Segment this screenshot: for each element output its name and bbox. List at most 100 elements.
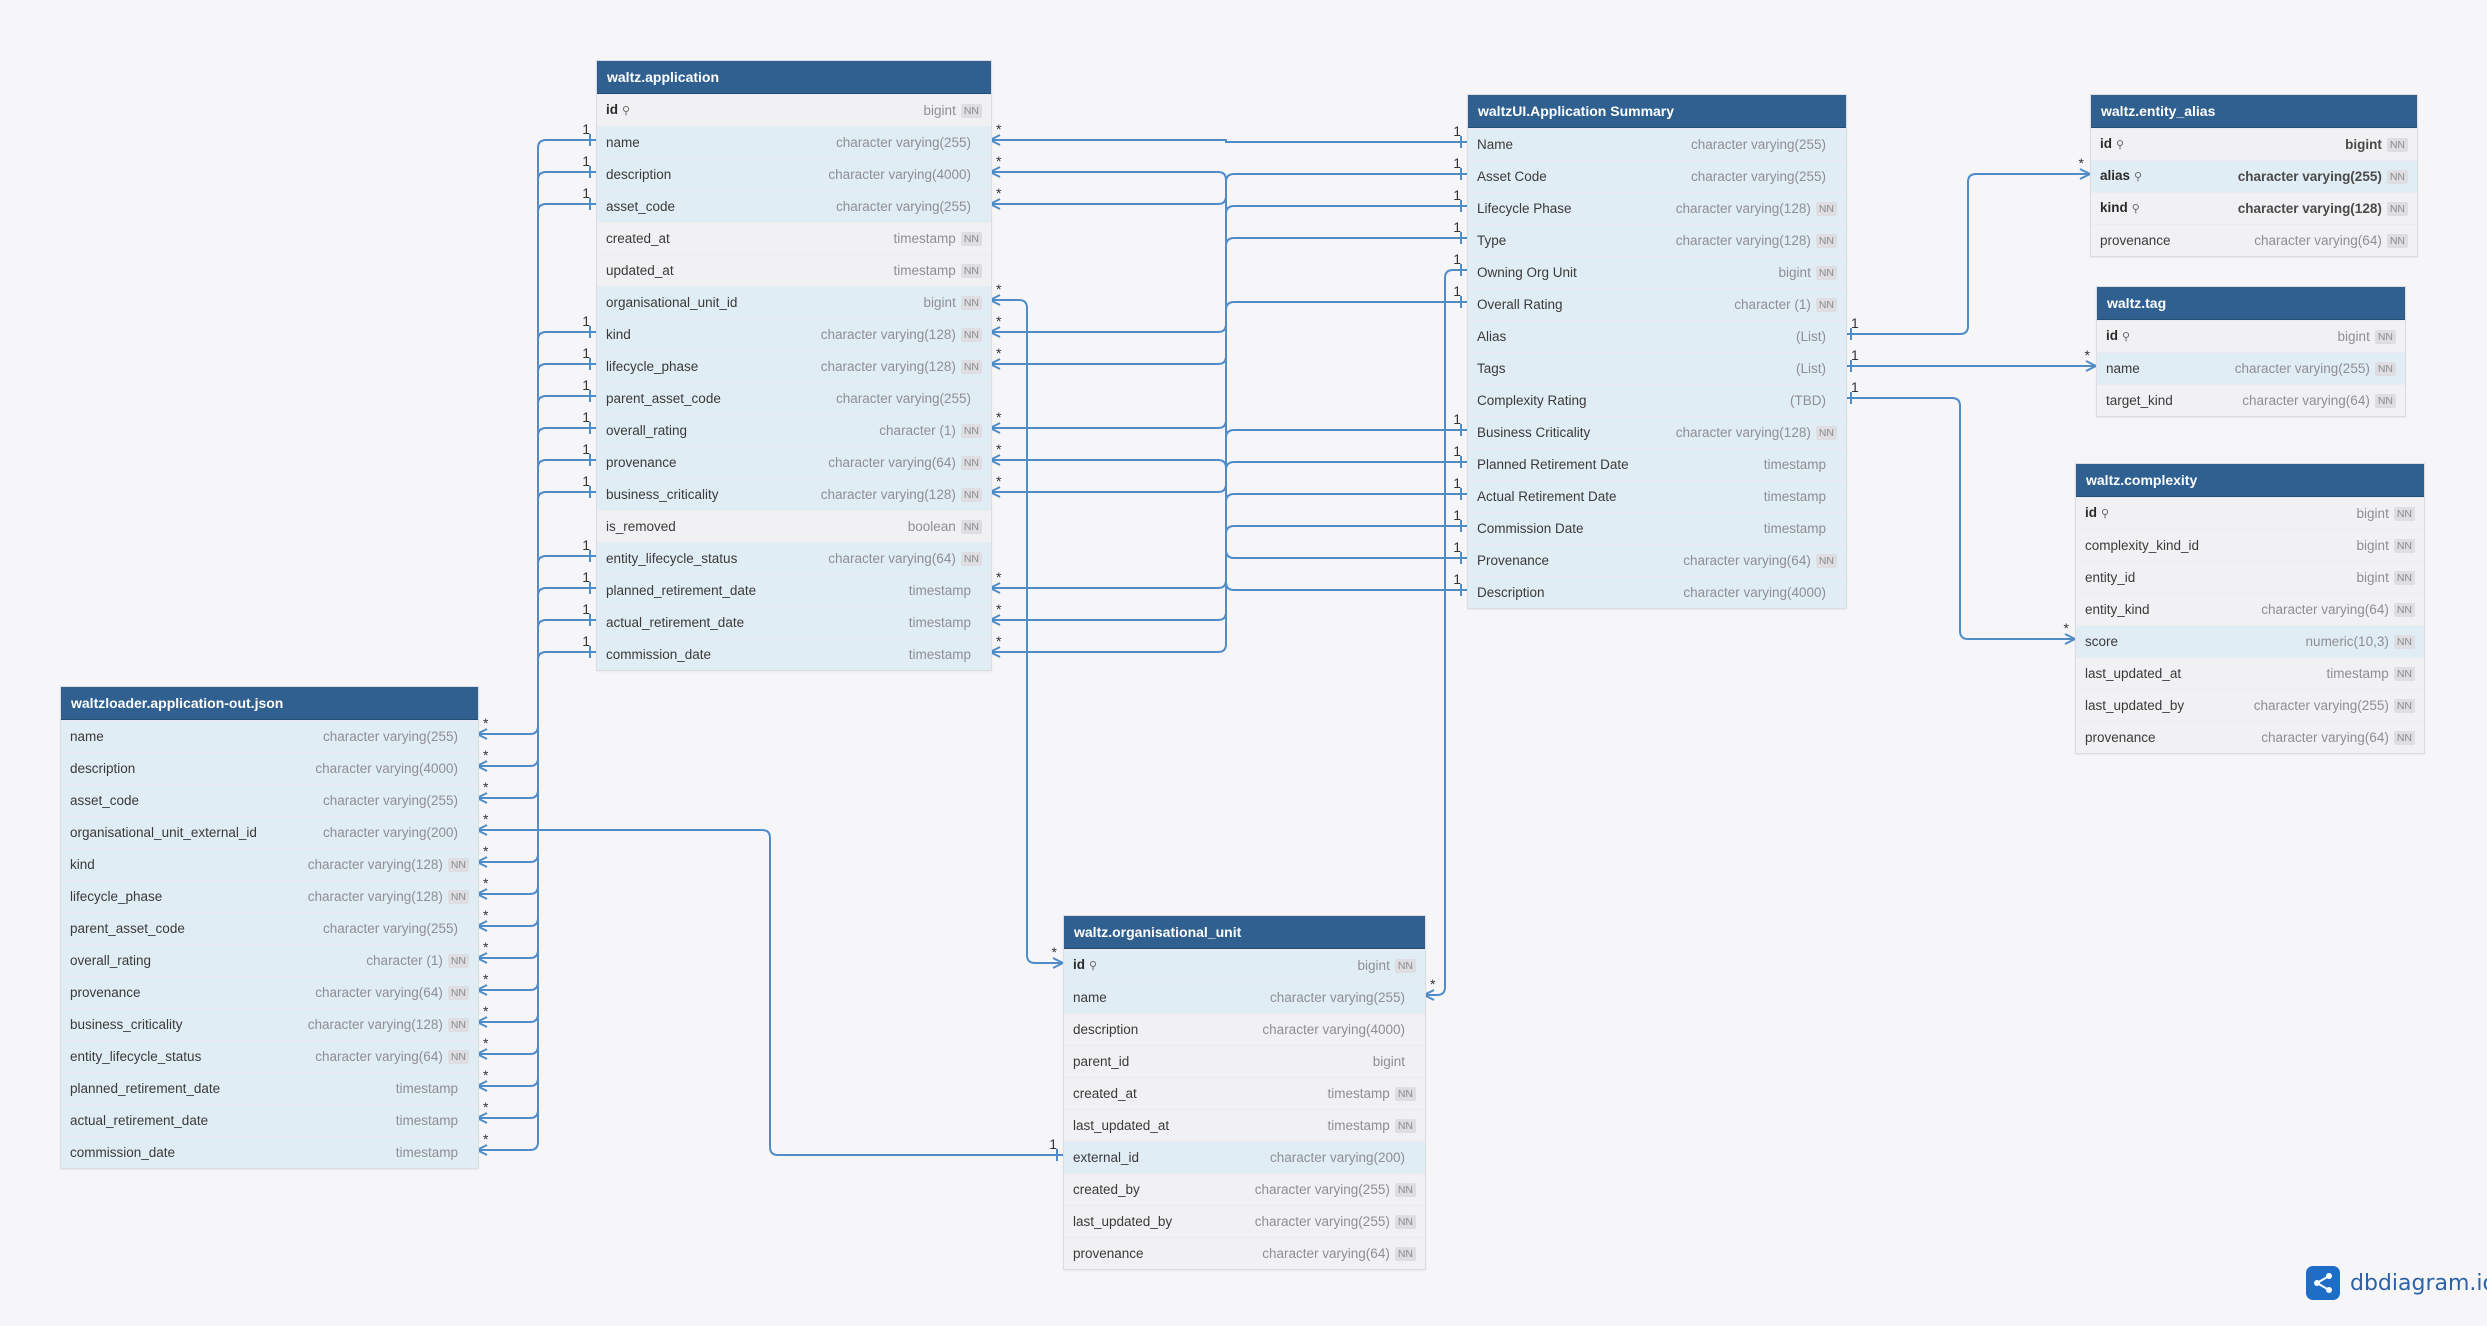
relationship-line-14[interactable] — [990, 299, 1063, 964]
relationship-line-24[interactable] — [990, 493, 1467, 621]
relationship-line-25[interactable] — [990, 525, 1467, 653]
table-header[interactable]: waltz.application — [597, 61, 991, 94]
relationship-line-6[interactable] — [477, 427, 596, 959]
table-row[interactable]: kind⚲character varying(128)NN — [2091, 192, 2417, 224]
relationship-line-7[interactable] — [477, 459, 596, 991]
table-row[interactable]: Alias(List) — [1468, 320, 1846, 352]
dbdiagram-logo[interactable]: dbdiagram.io — [2306, 1266, 2487, 1300]
relationship-line-19[interactable] — [990, 205, 1467, 365]
relationship-line-9[interactable] — [477, 555, 596, 1055]
relationship-line-8[interactable] — [477, 491, 596, 1023]
relationship-line-1[interactable] — [477, 171, 596, 767]
relationship-line-11[interactable] — [477, 619, 596, 1119]
table-header[interactable]: waltz.entity_alias — [2091, 95, 2417, 128]
relationship-line-20[interactable] — [990, 301, 1467, 429]
table-row[interactable]: Tags(List) — [1468, 352, 1846, 384]
table-row[interactable]: Complexity Rating(TBD) — [1468, 384, 1846, 416]
table-header[interactable]: waltz.complexity — [2076, 464, 2424, 497]
relationship-line-12[interactable] — [477, 651, 596, 1151]
relationship-line-22[interactable] — [990, 429, 1467, 493]
relationship-line-15[interactable] — [990, 139, 1467, 143]
relationship-line-21[interactable] — [990, 459, 1467, 559]
relationship-line-0[interactable] — [477, 139, 596, 735]
table-row[interactable]: alias⚲character varying(255)NN — [2091, 160, 2417, 192]
relationship-line-4[interactable] — [477, 363, 596, 895]
relationship-line-2[interactable] — [477, 203, 596, 799]
relationship-line-18[interactable] — [990, 237, 1467, 333]
relationship-line-29[interactable] — [1845, 397, 2075, 640]
table-header[interactable]: waltz.organisational_unit — [1064, 916, 1425, 949]
table-header[interactable]: waltzloader.application-out.json — [61, 687, 478, 720]
relationship-line-3[interactable] — [477, 331, 596, 863]
relationship-line-17[interactable] — [990, 173, 1467, 205]
relationship-line-23[interactable] — [990, 461, 1467, 589]
relationship-line-16[interactable] — [990, 171, 1467, 591]
relationship-line-13[interactable] — [477, 829, 1063, 1156]
